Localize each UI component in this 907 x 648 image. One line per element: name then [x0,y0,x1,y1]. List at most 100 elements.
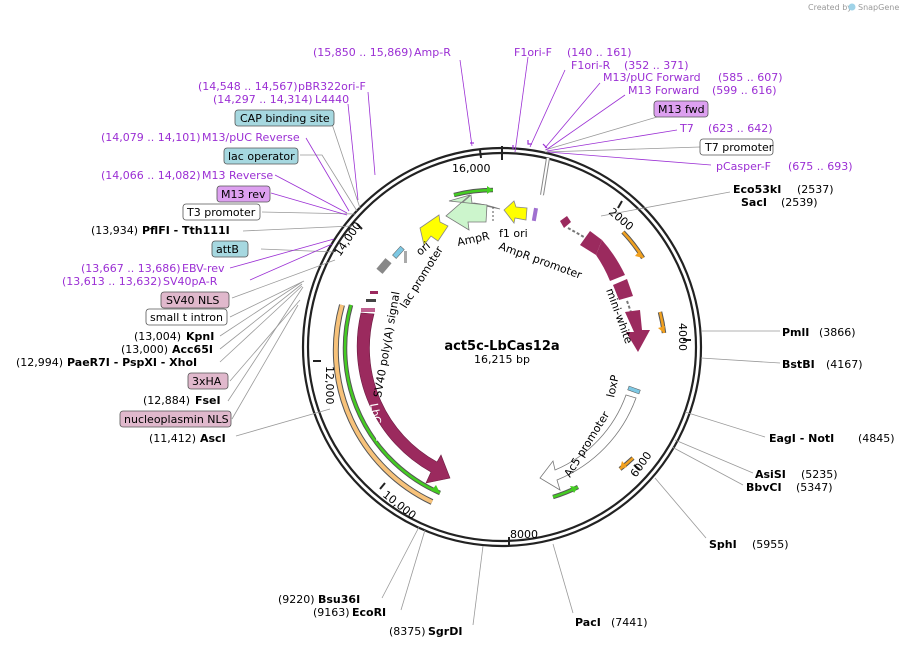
loxp-mark [627,385,641,395]
leader-attb [260,248,335,253]
leader-m13fwd [544,116,658,151]
enzyme-kpni-pos: (13,004) [134,330,181,343]
tick-16000 [479,149,482,159]
box-m13-fwd-label: M13 fwd [658,103,705,116]
tick-label-16000: 16,000 [452,162,491,175]
primer-t7-pos: (623 .. 642) [708,122,773,135]
enzyme-bstbi-name: BstBI [782,358,815,371]
sv40-nls-mark [370,291,378,294]
label-ampr: AmpR [456,229,491,249]
primer-l4440-pos: (14,297 .. 14,314) [213,93,313,106]
primer-markers [470,140,548,149]
lbcpf1-orange-arc [333,304,433,504]
tick-label-8000: 8000 [510,528,538,541]
box-m13-rev [216,185,271,203]
primer-m13puc-fwd-pos: (585 .. 607) [718,71,783,84]
leader-asci [235,408,331,437]
leader-m13puc-rev [305,137,350,212]
enzyme-asci-pos: (11,412) [149,432,196,445]
box-t3-promoter-label: T3 promoter [186,206,256,219]
enzyme-fsei-name: FseI [195,394,221,407]
leader-f1ori-r [529,69,566,148]
enzyme-eco53ki-pos: (2537) [797,183,834,196]
enzyme-bbvci-pos: (5347) [796,481,833,494]
m13-fwd-site-inner [541,157,549,196]
enzyme-sgrdi-name: SgrDI [428,625,462,638]
leader-kpni [219,281,303,337]
boxed-labels: M13 fwd T7 promoter CAP binding site lac… [119,100,774,428]
enzyme-sphi-pos: (5955) [752,538,789,551]
ampr-arrow-body [445,194,488,231]
ampr-feature [445,194,501,231]
box-small-t-intron [145,308,228,326]
box-t3-promoter [182,203,261,221]
leader-lacop [300,154,358,212]
enzyme-asisi-pos: (5235) [801,468,838,481]
leader-eagi [684,411,766,438]
box-3xha-label: 3xHA [192,375,222,388]
mini-white-feature [560,216,650,352]
box-nucleoplasmin-nls-label: nucleoplasmin NLS [124,413,229,426]
ampr-promoter-arrow [503,200,528,224]
box-t7-promoter-label: T7 promoter [704,141,774,154]
primer-f1ori-f-pos: (140 .. 161) [567,46,632,59]
snapgene-logo-icon [848,3,856,11]
tick-6000 [633,464,641,471]
primer-amp-r-pos: (15,850 .. 15,869) [313,46,413,59]
leader-m13rev-box [270,192,348,216]
leader-fsei [227,286,304,402]
enzyme-eagi-noti-name: EagI - NotI [769,432,834,445]
snapgene-credit: Created by SnapGene [808,3,899,12]
enzyme-fsei-pos: (12,884) [143,394,190,407]
enzyme-ecori-pos: (9163) [313,606,350,619]
enzyme-bsu36i-name: Bsu36I [318,593,360,606]
primer-f1ori-f-name: F1ori-F [514,46,552,59]
marker-f1ori-r [527,140,532,145]
leader-t3 [261,211,356,215]
label-sv40-polya: SV40 poly(A) signal [371,290,402,398]
leader-sgrdi [472,545,484,626]
cap-mark [404,251,407,263]
tick-marks [313,146,691,545]
leader-m13-rev-primer [274,174,348,214]
leader-sphi [654,477,707,539]
enzyme-kpni-name: KpnI [186,330,214,343]
enzyme-pflfi-pos: (13,934) [91,224,138,237]
enzyme-acc65i-name: Acc65I [172,343,213,356]
lbcpf1-green-arc [343,304,441,495]
mini-white-exon-5-arrow [625,310,650,352]
primer-m13puc-rev-pos: (14,079 .. 14,101) [101,131,201,144]
enzyme-saci-name: SacI [741,196,767,209]
enzyme-eco53ki-name: Eco53kI [733,183,781,196]
box-sv40-nls-label: SV40 NLS [166,294,219,307]
tick-label-12000: 12,000 [323,366,336,405]
plasmid-name: act5c-LbCas12a [444,339,559,354]
leader-f1ori-f [514,56,529,153]
primer-l4440-name: L4440 [315,93,349,106]
label-loxp: loxP [604,373,621,398]
leader-t7prom [544,146,701,153]
plasmid-length: 16,215 bp [474,353,530,366]
leader-bsu36i [381,526,420,599]
left-small-features [361,245,407,312]
marker-m13 [542,143,548,149]
box-attb-label: attB [216,243,239,256]
enzyme-eagi-noti-pos: (4845) [858,432,895,445]
mini-white-exon-1 [560,216,571,228]
leader-l4440 [347,103,359,201]
primer-sv40pa-r-pos: (13,613 .. 13,632) [62,275,162,288]
primer-amp-r-name: Amp-R [414,46,451,59]
lbcpf1-cds-arrow [356,312,451,484]
leader-pbr322 [367,91,376,176]
primer-leader-lines [229,56,712,281]
leader-paci [552,543,574,614]
mini-white-exon-3 [596,240,625,281]
leader-xhoi [219,285,303,363]
enzyme-asisi-name: AsiSI [755,468,786,481]
ori-arrow [419,214,449,246]
leader-amp-r [459,59,473,147]
box-small-t-intron-label: small t intron [150,311,223,324]
primer-pbr322-name: pBR322ori-F [298,80,366,93]
ampr-orf-arrowhead [487,186,493,194]
leader-ebv-rev [229,238,335,269]
